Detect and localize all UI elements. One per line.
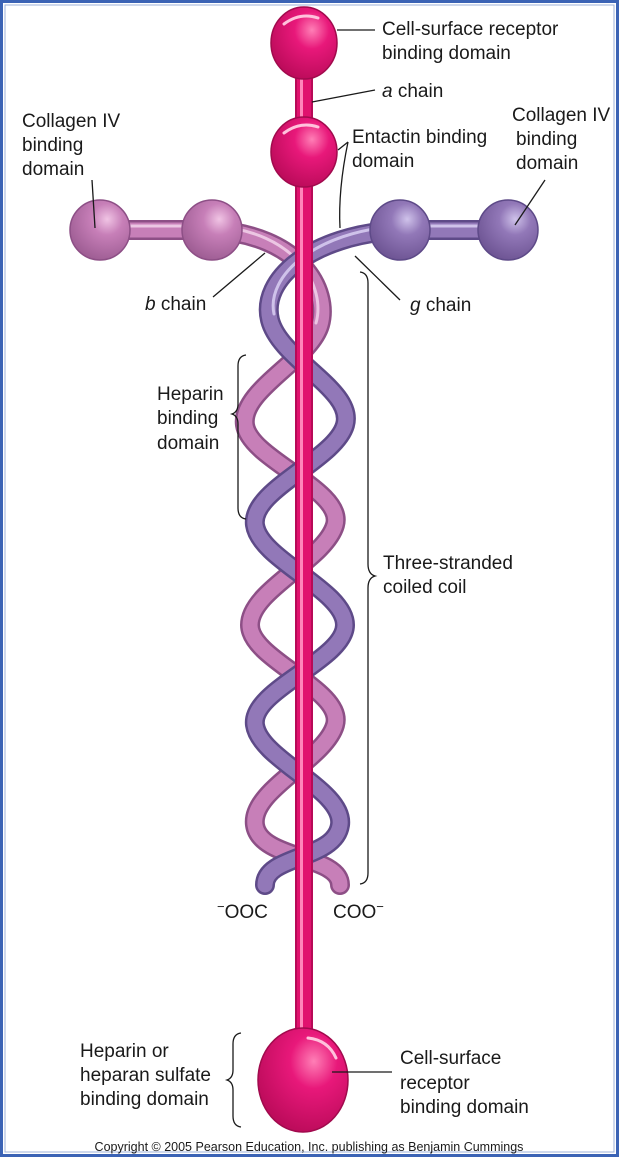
collagen-right-line-1: Collagen IV: [512, 105, 611, 126]
heparan-line-3: binding domain: [80, 1089, 209, 1110]
heparin-line-1: Heparin: [157, 384, 224, 405]
label-terminus-left: −OOC: [217, 899, 268, 923]
collagen-right-line-3: domain: [516, 153, 578, 174]
label-alpha-chain: a chain: [382, 81, 443, 102]
alpha-letter: a: [382, 81, 393, 102]
collagen-left-line-1: Collagen IV: [22, 111, 121, 132]
coiled-coil-line-1: Three-stranded: [383, 553, 513, 574]
label-beta-chain: b chain: [145, 294, 206, 315]
alpha-top-globule: [271, 7, 337, 79]
alpha-entactin-globule: [271, 117, 337, 187]
heparin-line-3: domain: [157, 433, 219, 454]
gamma-collagen-globule-1: [370, 200, 430, 260]
terminus-right-text: COO: [333, 902, 376, 923]
beta-letter: b: [145, 294, 156, 315]
beta-collagen-globule-1: [70, 200, 130, 260]
gamma-word: chain: [421, 295, 472, 316]
entactin-line-2: domain: [352, 151, 414, 172]
label-heparin: Heparin binding domain: [157, 384, 224, 454]
alpha-word: chain: [393, 81, 444, 102]
collagen-left-line-3: domain: [22, 159, 84, 180]
copyright-text: Copyright © 2005 Pearson Education, Inc.…: [95, 1140, 524, 1154]
gamma-letter: g: [410, 295, 421, 316]
cell-surface-top-line-1: Cell-surface receptor: [382, 19, 559, 40]
cell-surface-top-line-2: binding domain: [382, 43, 511, 64]
label-gamma-chain: g chain: [410, 295, 471, 316]
alpha-bottom-globule: [258, 1028, 348, 1132]
terminus-left-text: OOC: [225, 902, 268, 923]
entactin-line-1: Entactin binding: [352, 127, 487, 148]
collagen-right-line-2: binding: [516, 129, 577, 150]
coiled-coil-line-2: coiled coil: [383, 577, 466, 598]
cell-surface-bottom-line-3: binding domain: [400, 1097, 529, 1118]
heparan-line-2: heparan sulfate: [80, 1065, 211, 1086]
beta-collagen-globule-2: [182, 200, 242, 260]
collagen-left-line-2: binding: [22, 135, 83, 156]
gamma-collagen-globule-2: [478, 200, 538, 260]
beta-word: chain: [156, 294, 207, 315]
heparan-line-1: Heparin or: [80, 1041, 169, 1062]
cell-surface-bottom-line-1: Cell-surface: [400, 1048, 501, 1069]
label-terminus-right: COO−: [333, 899, 384, 923]
heparin-line-2: binding: [157, 408, 218, 429]
terminus-left-sup: −: [217, 899, 225, 914]
terminus-right-sup: −: [376, 899, 384, 914]
cell-surface-bottom-line-2: receptor: [400, 1073, 470, 1094]
